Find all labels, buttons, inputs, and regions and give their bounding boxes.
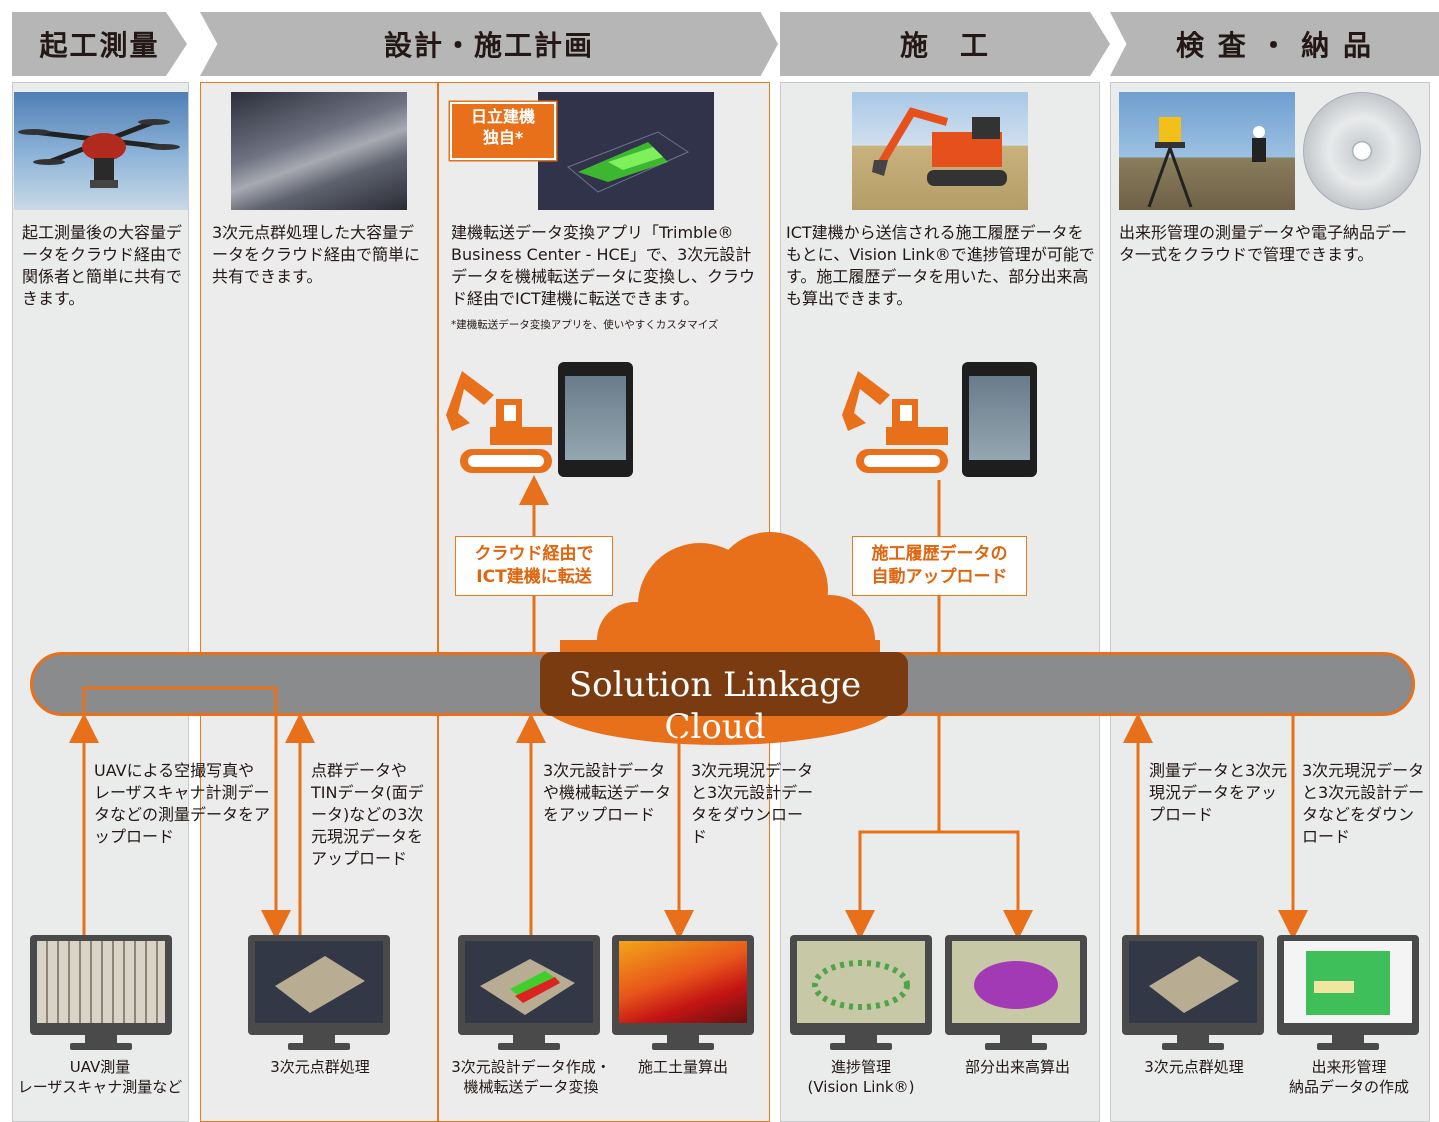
caption-partial: 部分出来高算出	[940, 1057, 1095, 1077]
tablet-screen	[969, 376, 1030, 460]
monitor-earthwork	[612, 935, 754, 1050]
pointcloud-photo	[231, 92, 407, 210]
excavator-icon	[842, 371, 948, 473]
caption-line1: 部分出来高算出	[964, 1058, 1070, 1076]
uav-upload-label: UAVによる空撮写真やレーザスキャナ計測データなどの測量データをアップロード	[94, 761, 271, 846]
tablet-device	[962, 362, 1037, 477]
survey-description: 起工測量後の大容量データをクラウド経由で関係者と簡単に共有できます。	[22, 223, 183, 308]
phase-header-survey: 起工測量	[12, 12, 187, 76]
phase-label: 設計・施工計画	[383, 29, 594, 62]
pointcloud-description: 3次元点群処理した大容量データをクラウド経由で簡単に共有できます。	[212, 223, 421, 286]
conversion-description: 建機転送データ変換アプリ「Trimble® Business Center - …	[451, 223, 756, 308]
inspection-description: 出来形管理の測量データや電子納品データ一式をクラウドで管理できます。	[1119, 223, 1408, 264]
total-station-icon	[1147, 117, 1266, 208]
design-software-photo	[538, 92, 714, 210]
caption-line2: (Vision Link®)	[807, 1078, 915, 1096]
caption-line2: 機械転送データ変換	[463, 1078, 599, 1096]
photo-grid-screen	[37, 941, 165, 1023]
caption-uav: UAV測量 レーザスキャナ測量など	[10, 1057, 190, 1097]
excavator-icon	[446, 371, 552, 473]
callout-line1: 施工履歴データの	[871, 544, 1008, 564]
cloud-label: Solution Linkage Cloud	[568, 665, 862, 747]
caption-line1: 3次元点群処理	[1144, 1058, 1244, 1076]
cloud-label-plate	[540, 652, 908, 716]
caption-line1: 施工土量算出	[637, 1058, 728, 1076]
conversion-note: *建機転送データ変換アプリを、使いやすくカスタマイズ	[451, 319, 719, 331]
monitor-uav	[30, 935, 172, 1050]
phase-header-construction: 施 工	[780, 12, 1110, 76]
partial-screen	[952, 941, 1080, 1023]
cd-disc	[1303, 92, 1421, 210]
caption-asbuilt: 出来形管理 納品データの作成	[1270, 1057, 1428, 1097]
callout-line2: 自動アップロード	[871, 567, 1008, 587]
drone-photo	[14, 92, 188, 210]
monitor-pointcloud-2	[1122, 935, 1264, 1050]
callout-line1: クラウド経由で	[474, 544, 594, 564]
caption-progress: 進捗管理 (Vision Link®)	[785, 1057, 937, 1097]
caption-design: 3次元設計データ作成・ 機械転送データ変換	[442, 1057, 620, 1097]
tablet-screen	[565, 376, 626, 460]
progress-screen	[797, 941, 925, 1023]
phase-label: 施 工	[899, 29, 990, 62]
caption-pc1: 3次元点群処理	[230, 1057, 410, 1077]
drone-icon	[18, 119, 180, 188]
monitor-design	[458, 935, 600, 1050]
caption-pc2: 3次元点群処理	[1118, 1057, 1270, 1077]
design-wireframe-icon	[567, 131, 690, 193]
phase-label: 起工測量	[39, 29, 160, 62]
caption-line1: UAV測量	[69, 1058, 131, 1076]
callout-line2: ICT建機に転送	[476, 567, 592, 587]
phase-header-inspection: 検 査 ・ 納 品	[1110, 12, 1439, 76]
survey-instrument-photo	[1119, 92, 1295, 210]
monitor-progress	[790, 935, 932, 1050]
badge-line1: 日立建機	[470, 107, 535, 126]
caption-line1: 出来形管理	[1311, 1058, 1387, 1076]
insp-download-label: 3次元現況データと3次元設計データなどをダウンロード	[1302, 761, 1425, 846]
pc-upload-label: 点群データやTINデータ(面データ)などの3次元現況データをアップロード	[311, 761, 424, 868]
phase-header-design: 設計・施工計画	[200, 12, 778, 76]
upload-callout: 施工履歴データの 自動アップロード	[852, 536, 1027, 596]
design-upload-label: 3次元設計データや機械転送データをアップロード	[543, 761, 672, 824]
monitor-partial	[945, 935, 1087, 1050]
earthwork-screen	[619, 941, 747, 1023]
monitor-asbuilt	[1277, 935, 1419, 1050]
caption-line1: 3次元設計データ作成・	[451, 1058, 611, 1076]
hitachi-original-badge: 日立建機 独自*	[450, 102, 556, 160]
transfer-callout: クラウド経由で ICT建機に転送	[455, 536, 613, 596]
excavator-photo-icon	[872, 107, 1007, 186]
caption-line1: 3次元点群処理	[270, 1058, 370, 1076]
caption-line2: レーザスキャナ測量など	[17, 1078, 183, 1096]
insp-upload-label: 測量データと3次元現況データをアップロード	[1149, 761, 1288, 824]
caption-line1: 進捗管理	[830, 1058, 891, 1076]
excavator-photo	[852, 92, 1028, 210]
caption-earthwork: 施工土量算出	[612, 1057, 754, 1077]
design-download-label: 3次元現況データと3次元設計データをダウンロード	[691, 761, 814, 846]
badge-line2: 独自*	[482, 128, 524, 147]
monitor-pointcloud-1	[248, 935, 390, 1050]
phase-label: 検 査 ・ 納 品	[1176, 29, 1373, 62]
caption-line2: 納品データの作成	[1288, 1078, 1409, 1096]
tablet-device	[558, 362, 633, 477]
design-screen	[465, 941, 593, 1023]
construction-description: ICT建機から送信される施工履歴データをもとに、Vision Link®で進捗管…	[786, 223, 1095, 308]
pointcloud-screen	[255, 941, 383, 1023]
asbuilt-screen	[1284, 941, 1412, 1023]
pointcloud-screen	[1129, 941, 1257, 1023]
